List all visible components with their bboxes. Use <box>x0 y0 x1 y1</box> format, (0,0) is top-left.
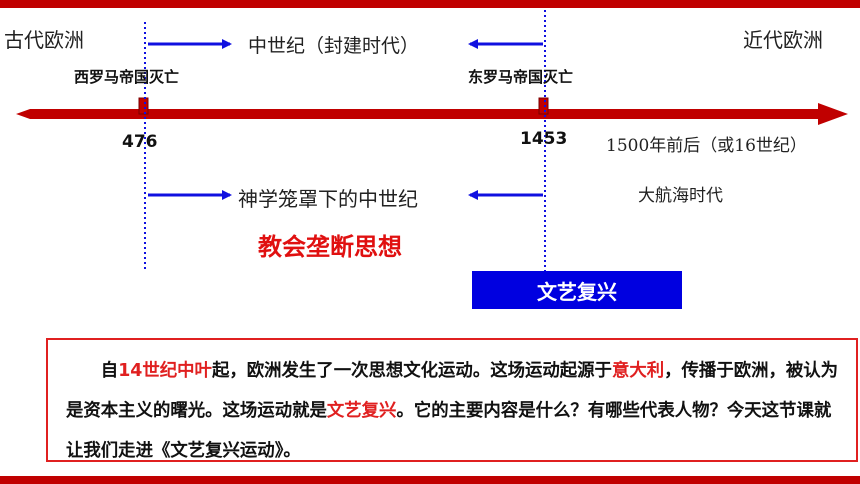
later-period-label: 1500年前后（或16世纪） <box>606 136 807 156</box>
marker-476 <box>138 97 149 115</box>
modern-europe-label: 近代欧洲 <box>743 28 823 52</box>
middle-ages-label: 中世纪（封建时代） <box>248 35 420 57</box>
renaissance-box: 文艺复兴 <box>472 271 682 309</box>
para-part-2: 起，欧洲发生了一次思想文化运动。这场运动起源于 <box>211 361 612 381</box>
top-red-bar <box>0 0 860 8</box>
highlight-14th-century: 14世纪中叶 <box>118 361 212 381</box>
intro-paragraph: 自14世纪中叶起，欧洲发生了一次思想文化运动。这场运动起源于意大利，传播于欧洲，… <box>46 338 858 462</box>
event-east-rome: 东罗马帝国灭亡 <box>468 68 574 86</box>
timeline-axis <box>16 103 848 125</box>
highlight-renaissance: 文艺复兴 <box>326 401 397 421</box>
marker-1453 <box>538 97 549 115</box>
year-476: 476 <box>122 132 158 152</box>
voyage-label: 大航海时代 <box>638 186 723 206</box>
bottom-red-bar <box>0 476 860 484</box>
year-1453: 1453 <box>520 129 568 149</box>
para-part-4: 。它的主要内容是什么？有哪些代表人物？今天这节课就让我们走进《文艺复兴运动》。 <box>66 401 832 461</box>
church-monopoly-label: 教会垄断思想 <box>258 232 402 261</box>
para-part-1: 自 <box>100 361 119 381</box>
event-west-rome: 西罗马帝国灭亡 <box>74 68 180 86</box>
ancient-europe-label: 古代欧洲 <box>4 28 84 52</box>
para-part-3: ，传播于欧洲，被认为是资本主义的曙光。这场运动就是 <box>66 361 839 421</box>
highlight-italy: 意大利 <box>611 361 665 381</box>
theology-label: 神学笼罩下的中世纪 <box>238 187 418 211</box>
